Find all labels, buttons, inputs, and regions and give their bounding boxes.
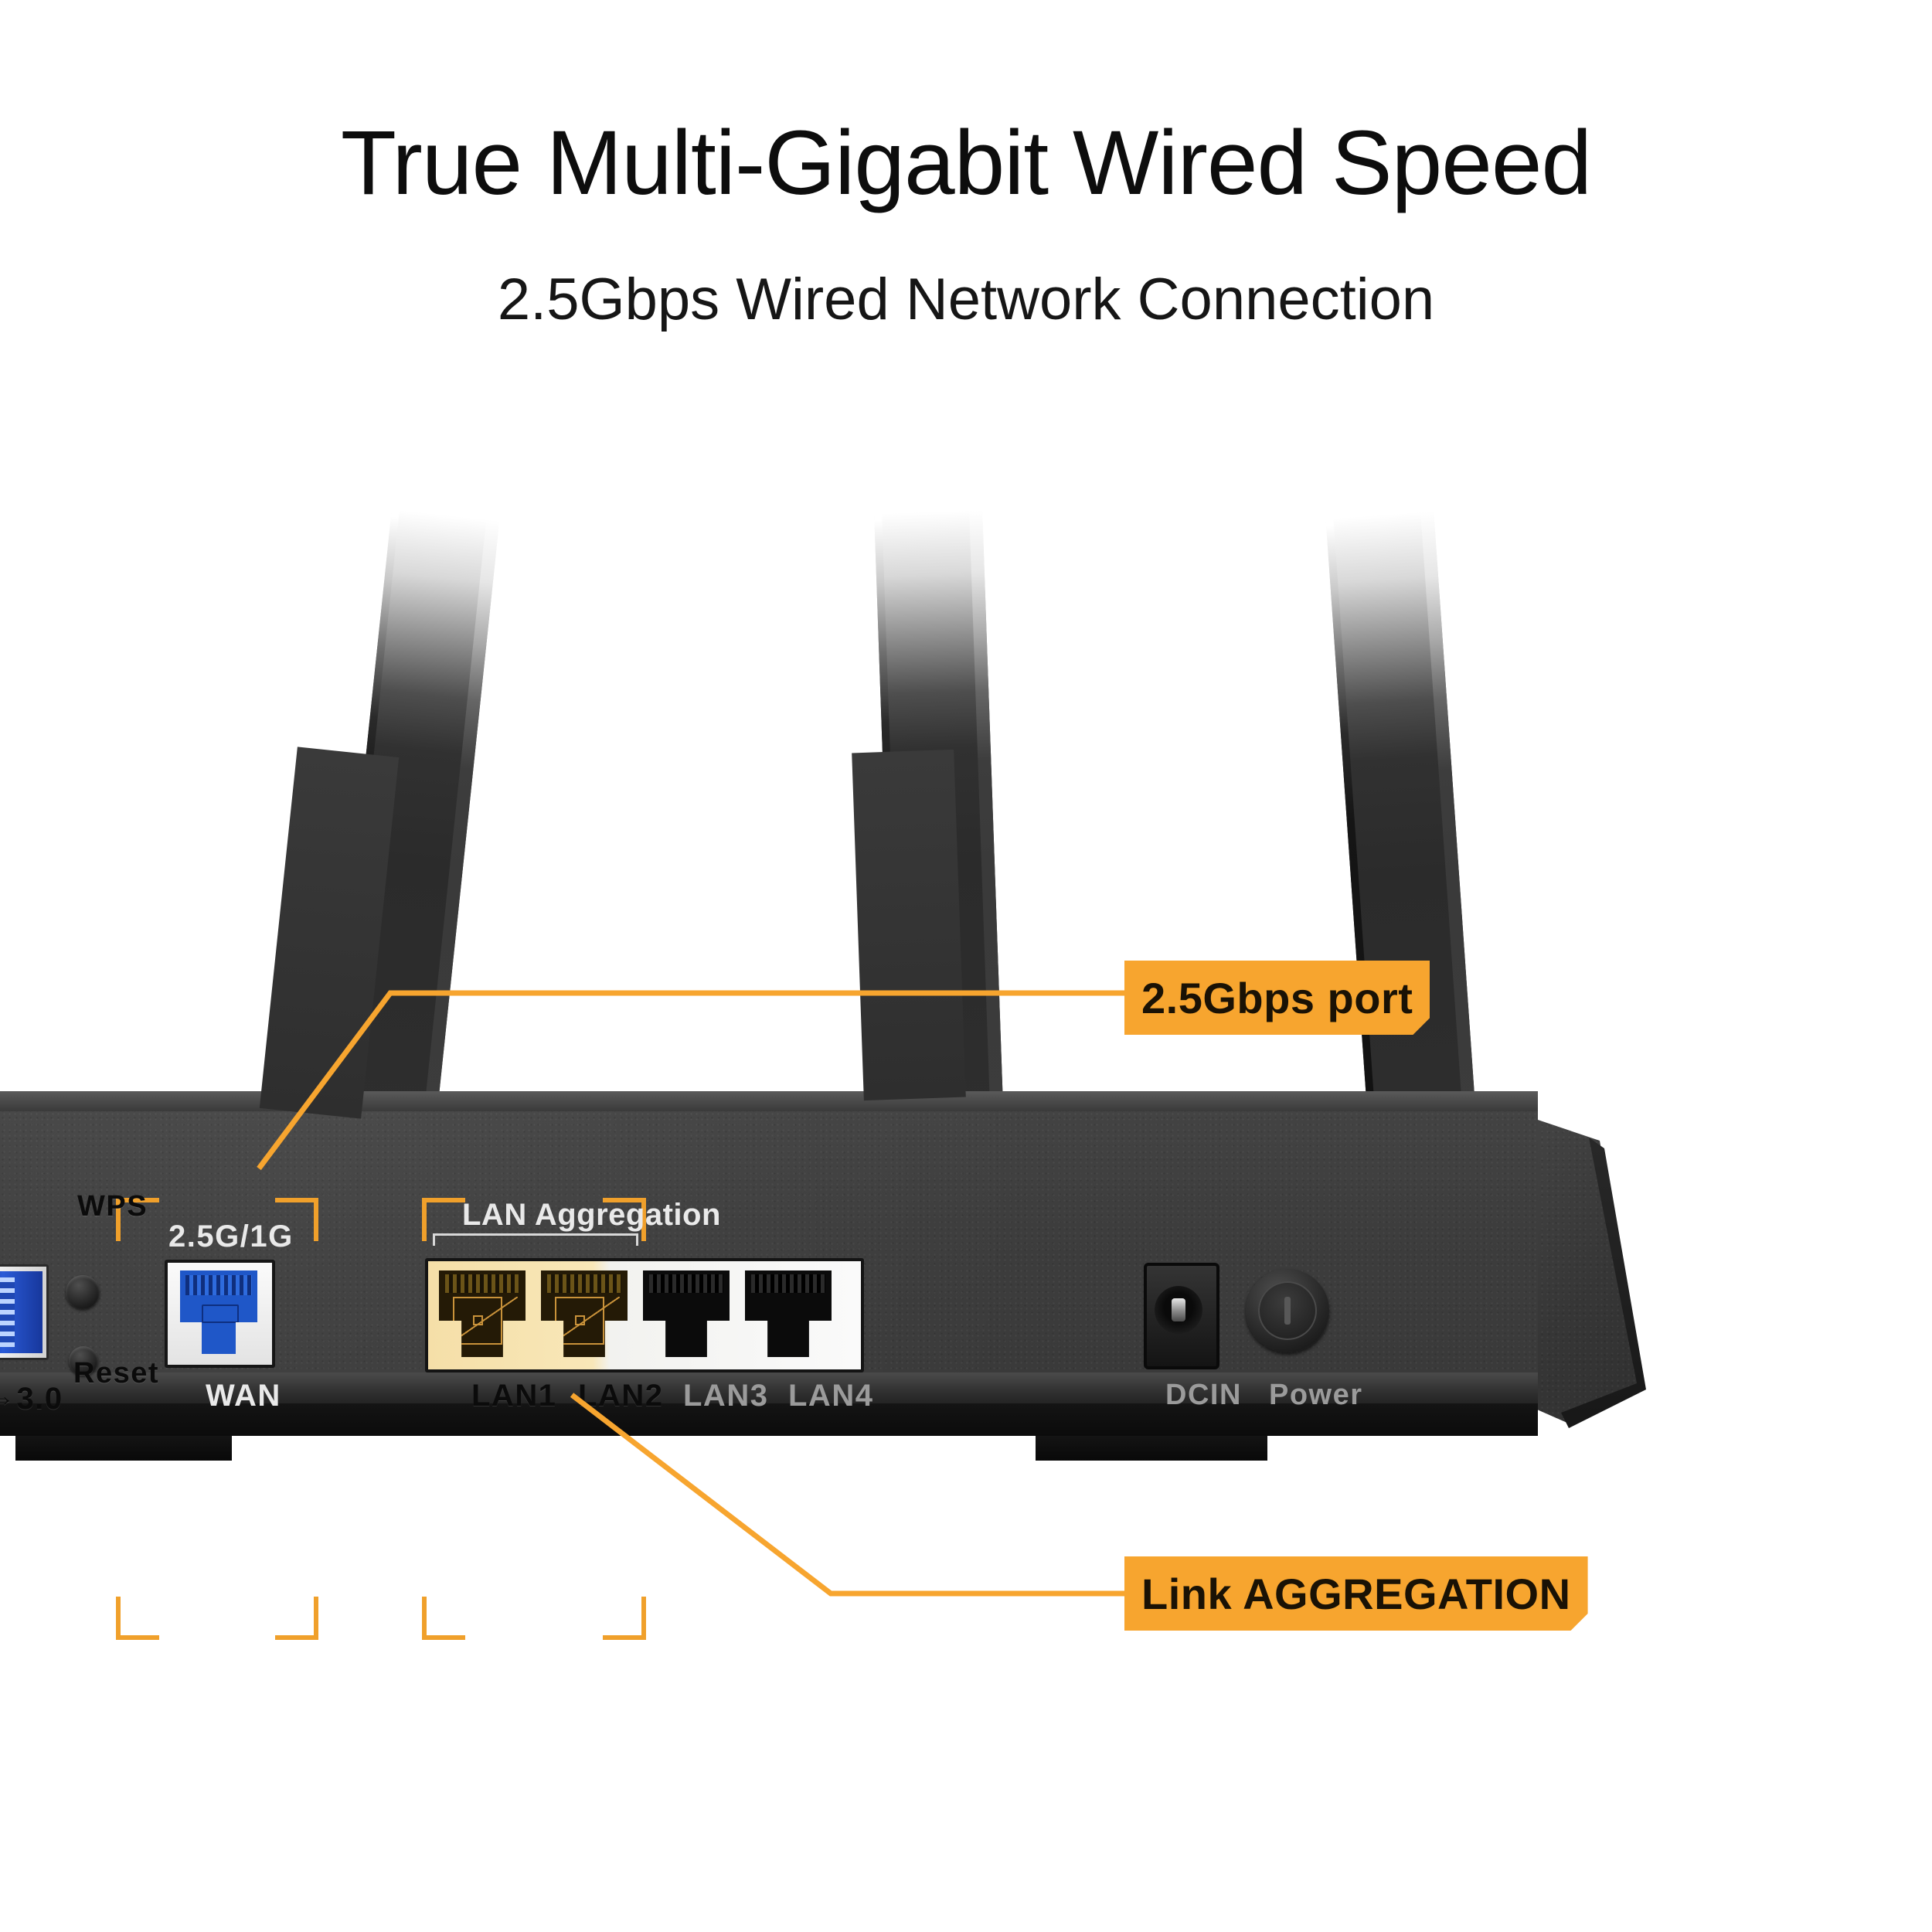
dcin-power-jack[interactable] <box>1144 1263 1219 1369</box>
dcin-label: DCIN <box>1165 1379 1242 1411</box>
lan3-port[interactable] <box>643 1270 730 1357</box>
usb-version-label: ⇔3.0 <box>0 1382 63 1417</box>
lan-aggregation-bracket <box>433 1233 638 1246</box>
reset-label: Reset <box>73 1357 159 1389</box>
wan-label: WAN <box>206 1379 281 1413</box>
page-subtitle: 2.5Gbps Wired Network Connection <box>497 267 1435 332</box>
callout-25gbps-port-label: 2.5Gbps port <box>1141 973 1413 1022</box>
callout-25gbps-port[interactable]: 2.5Gbps port <box>1124 961 1430 1035</box>
lan-port-block <box>425 1258 864 1372</box>
lan-aggregation-label: LAN Aggregation <box>462 1198 721 1232</box>
power-label: Power <box>1269 1379 1363 1411</box>
antenna-right <box>1321 454 1480 1179</box>
wps-button[interactable] <box>66 1275 100 1309</box>
lan2-label: LAN2 <box>578 1379 664 1413</box>
usb-trident-icon: ⇔ <box>0 1382 17 1416</box>
wan-highlight-bracket <box>116 1198 318 1640</box>
page-title: True Multi-Gigabit Wired Speed <box>340 112 1592 214</box>
antenna-center-base <box>852 749 966 1101</box>
reset-button[interactable] <box>69 1346 98 1376</box>
wan-speed-label: 2.5G/1G <box>168 1219 294 1253</box>
link-aggregation-highlight-bracket <box>422 1198 646 1640</box>
wps-label: WPS <box>77 1190 148 1223</box>
power-button[interactable] <box>1246 1269 1329 1352</box>
wan-port-2-5g[interactable] <box>165 1260 275 1368</box>
lan1-label: LAN1 <box>471 1379 557 1413</box>
usb-3-port[interactable] <box>0 1264 49 1360</box>
callout-link-aggregation[interactable]: Link AGGREGATION <box>1124 1556 1588 1631</box>
lan1-port[interactable] <box>439 1270 526 1357</box>
callout-link-aggregation-label: Link AGGREGATION <box>1141 1569 1571 1618</box>
lan4-port[interactable] <box>745 1270 832 1357</box>
lan3-label: LAN3 <box>683 1379 769 1413</box>
lan4-label: LAN4 <box>788 1379 874 1413</box>
